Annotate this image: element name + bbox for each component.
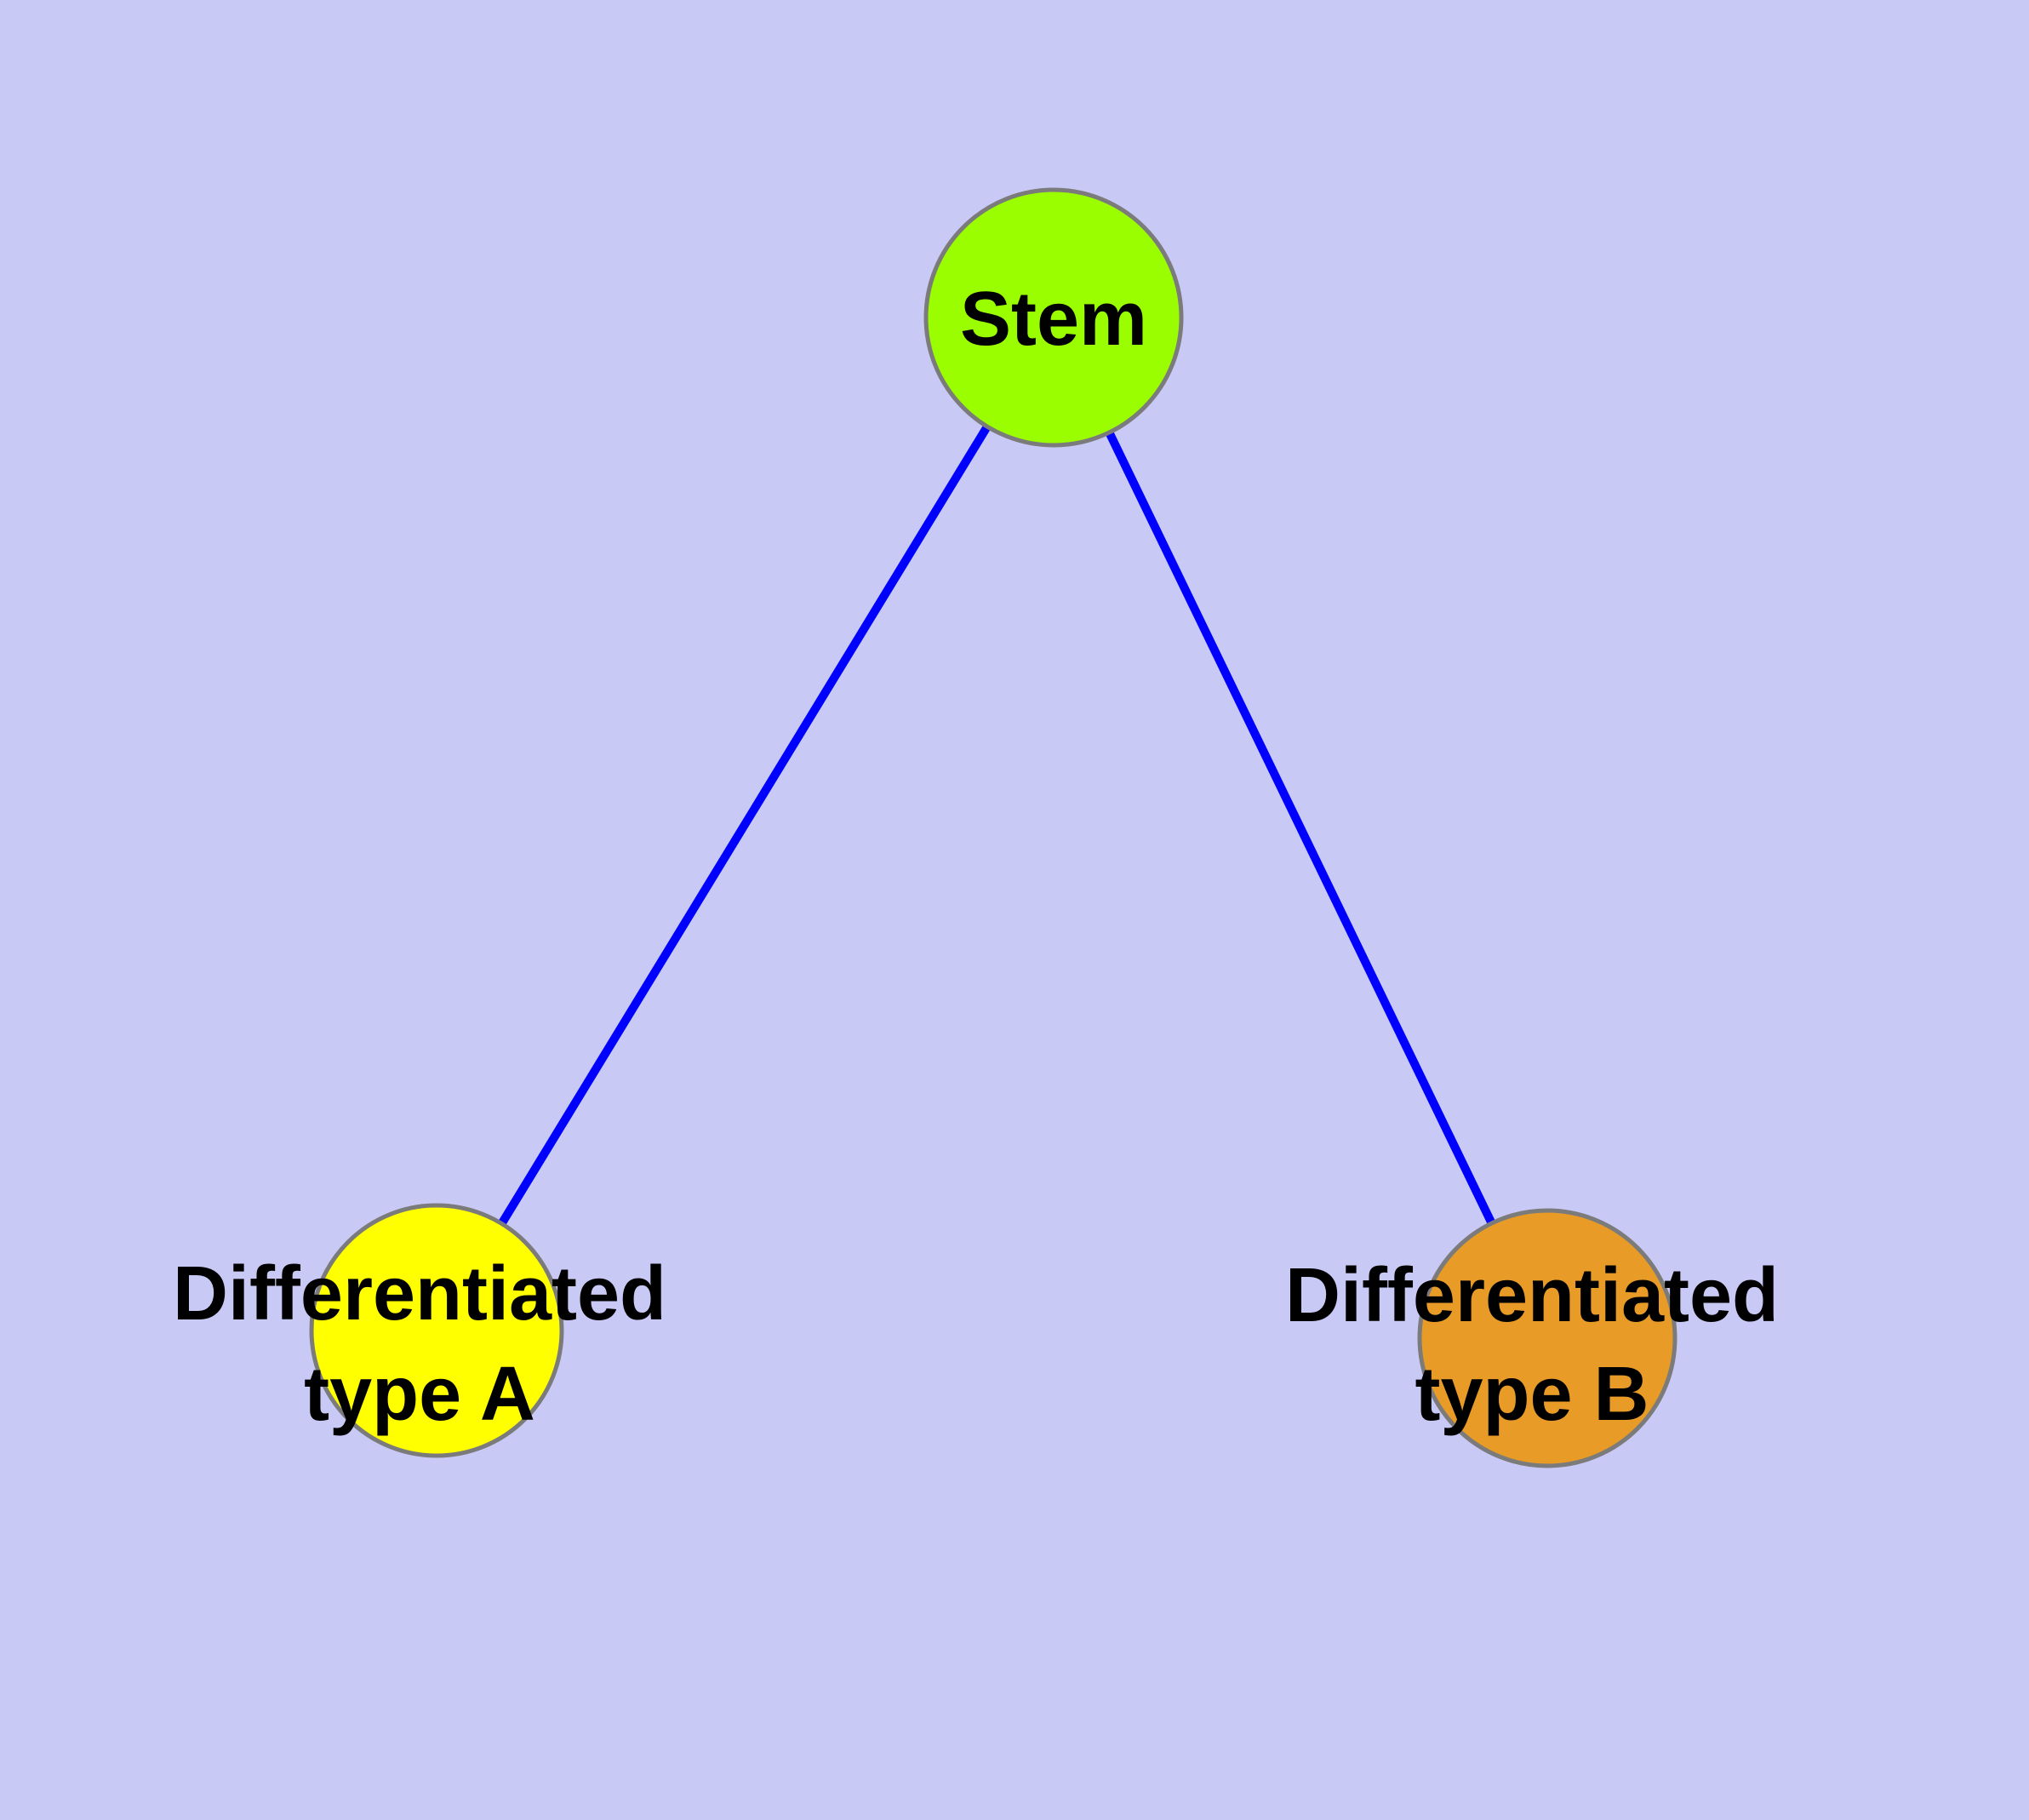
edge-stem-to-type-a [432,315,1058,1333]
node-differentiated-type-b-circle [1417,1208,1677,1468]
node-stem-circle [923,187,1184,448]
node-differentiated-type-a-circle [309,1203,564,1458]
edge-stem-to-type-b [1049,315,1552,1341]
node-differentiated-type-a-label-line1: Differentiated [173,1251,666,1336]
node-stem-label: Stem [960,277,1147,362]
node-differentiated-type-b-label-line2: type B [1415,1352,1649,1437]
node-differentiated-type-a-label-line2: type A [304,1352,535,1437]
node-differentiated-type-b-label-line1: Differentiated [1285,1253,1779,1338]
